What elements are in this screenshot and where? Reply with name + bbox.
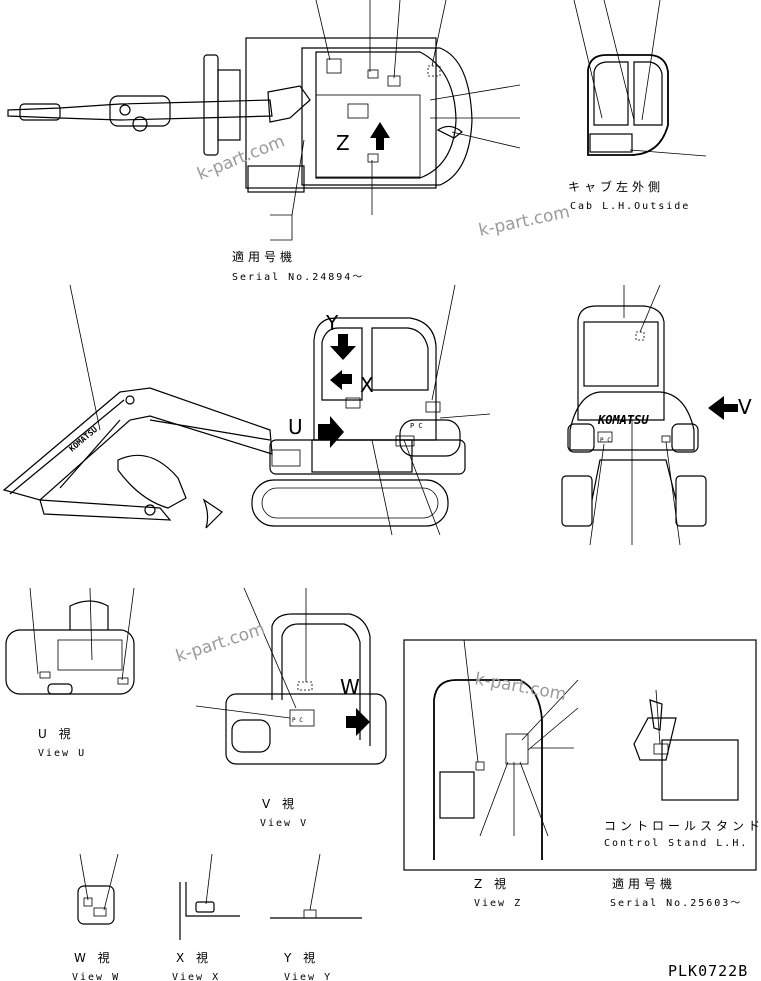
serial-bottom-en: Serial No.25603～: [610, 898, 742, 909]
detail-frame: [403, 639, 757, 871]
view-x-en: View X: [172, 972, 220, 981]
label-v: V: [738, 395, 752, 419]
watermark: k-part.com: [477, 202, 572, 241]
serial-top-en: Serial No.24894～: [232, 272, 364, 283]
top-view: Z: [7, 0, 521, 241]
label-w: W: [340, 675, 360, 699]
watermark: k-part.com: [194, 131, 287, 184]
watermark: k-part.com: [473, 669, 568, 705]
cab-lh-outside-en: Cab L.H.Outside: [570, 201, 690, 212]
control-stand-en: Control Stand L.H.: [604, 838, 748, 849]
plate-pc-rear: P C: [600, 437, 611, 444]
label-z-top: Z: [336, 131, 350, 155]
view-z-jp: Z 視: [474, 876, 510, 891]
control-stand-jp: コントロールスタンド 左: [604, 818, 761, 833]
cab-lh-outside-view: [573, 0, 707, 157]
view-u: [5, 587, 135, 695]
view-z: [433, 639, 579, 860]
plate-pc-v: P C: [292, 717, 303, 724]
view-y: [270, 853, 362, 919]
view-x: [179, 853, 240, 940]
view-y-en: View Y: [284, 972, 332, 981]
drawing-code: PLK0722B: [668, 962, 748, 980]
serial-top-jp: 適用号機: [232, 249, 296, 264]
watermark: k-part.com: [173, 619, 267, 667]
view-x-jp: X 視: [176, 950, 212, 965]
plate-pc-side: P C: [410, 422, 423, 430]
view-v-jp: V 視: [262, 796, 298, 811]
cab-lh-outside-jp: キャブ左外側: [568, 179, 664, 194]
label-y: Y: [325, 311, 339, 335]
view-w-jp: W 視: [74, 950, 114, 965]
label-u: U: [288, 415, 303, 439]
view-u-en: View U: [38, 748, 86, 759]
control-stand-lh: [633, 689, 739, 801]
view-u-jp: U 視: [38, 726, 75, 741]
view-z-en: View Z: [474, 898, 522, 909]
rear-view: KOMATSU V P C: [561, 284, 752, 546]
label-x: X: [360, 373, 374, 397]
view-y-jp: Y 視: [283, 950, 319, 965]
view-v-en: View V: [260, 818, 308, 829]
side-view: KOMATSU Y X U P C: [2, 284, 491, 536]
view-w-en: View W: [72, 972, 120, 981]
view-w: [77, 853, 119, 925]
brand-rear: KOMATSU: [597, 413, 649, 427]
serial-bottom-jp: 適用号機: [612, 876, 676, 891]
view-v: W P C: [195, 587, 387, 765]
